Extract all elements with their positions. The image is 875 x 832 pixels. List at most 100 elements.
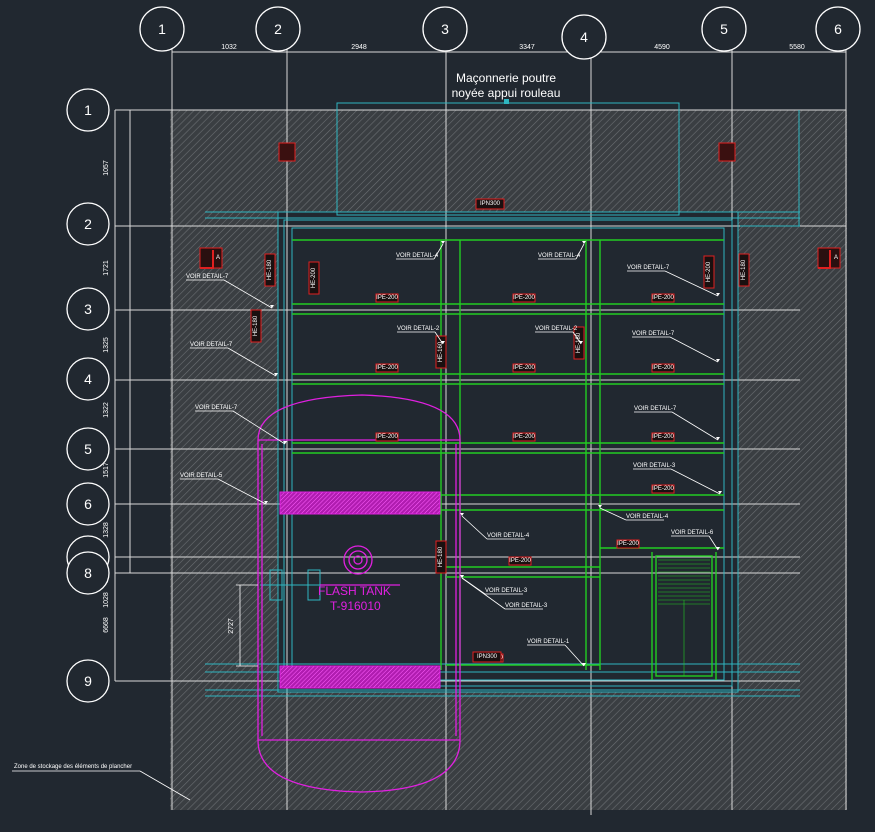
left-dimension-label: 1322 bbox=[103, 402, 110, 418]
callout-label[interactable]: VOIR DETAIL-7 bbox=[627, 265, 670, 271]
callout-arrow bbox=[716, 359, 720, 362]
beam-tag-label: IPE-200 bbox=[376, 365, 398, 371]
column-tag-label: HE-200 bbox=[311, 267, 317, 288]
beam-tag-label: IPE-200 bbox=[652, 365, 674, 371]
beam-tag-label: IPE-200 bbox=[509, 558, 531, 564]
row-axis-label: 6 bbox=[84, 496, 92, 512]
beam-tag-box bbox=[651, 363, 675, 373]
callout-leader bbox=[664, 270, 719, 297]
ring-marker-left bbox=[278, 142, 296, 162]
callout-leader bbox=[575, 243, 585, 260]
callout-label[interactable]: VOIR DETAIL-4 bbox=[626, 514, 669, 520]
callout-label[interactable]: VOIR DETAIL-1 bbox=[527, 639, 570, 645]
callout-arrow bbox=[274, 373, 278, 376]
vessel-dim-label: 2727 bbox=[228, 618, 235, 634]
callout-label[interactable]: VOIR DETAIL-7 bbox=[632, 331, 675, 337]
callout-leader bbox=[227, 347, 277, 377]
beam-tag-box bbox=[512, 432, 536, 442]
column-tag-label: HE-180 bbox=[741, 259, 747, 280]
column-axis-label: 6 bbox=[834, 21, 842, 37]
callout-arrow bbox=[716, 437, 720, 440]
callout-arrow bbox=[718, 491, 722, 494]
beam-tag-label: IPE-200 bbox=[376, 295, 398, 301]
column-axis-bubble bbox=[422, 6, 468, 52]
beam-tag-label: IPE-200 bbox=[617, 541, 639, 547]
row-axis-bubble bbox=[66, 551, 110, 595]
left-dimension-label: 1057 bbox=[103, 160, 110, 176]
callout-label[interactable]: VOIR DETAIL-7 bbox=[186, 274, 229, 280]
beam-tag-label: IPE-200 bbox=[652, 434, 674, 440]
row-axis-label: 9 bbox=[84, 673, 92, 689]
column-tag-label: HE-180 bbox=[267, 259, 273, 280]
callout-arrow bbox=[460, 575, 464, 578]
top-dimension-label: 4590 bbox=[654, 44, 670, 51]
callout-label[interactable]: VOIR DETAIL-3 bbox=[485, 588, 528, 594]
column-axis-label: 1 bbox=[158, 21, 166, 37]
callout-leader bbox=[461, 577, 506, 610]
row-axis-label: 5 bbox=[84, 441, 92, 457]
column-tag-box bbox=[573, 326, 585, 360]
column-tag-box bbox=[703, 255, 715, 289]
ladder-hatch bbox=[658, 559, 710, 676]
callout-leader bbox=[670, 468, 721, 495]
callout-leader bbox=[671, 411, 719, 441]
ipn-tag-label: IPN300 bbox=[480, 201, 501, 207]
beam-tag-box bbox=[375, 293, 399, 303]
beam-tag-label: IPE-200 bbox=[652, 295, 674, 301]
callout-label[interactable]: VOIR DETAIL-3 bbox=[633, 463, 676, 469]
row-axis-label: 3 bbox=[84, 301, 92, 317]
row-axis-label: 8 bbox=[84, 565, 92, 581]
column-axis-bubble bbox=[255, 6, 301, 52]
beam-tag-box bbox=[512, 363, 536, 373]
left-dimension-label: 6668 bbox=[103, 617, 110, 633]
callout-label[interactable]: VOIR DETAIL-7 bbox=[195, 405, 238, 411]
beam-tag-box bbox=[651, 432, 675, 442]
beam-tag-label: IPE-200 bbox=[652, 486, 674, 492]
row-axis-bubble bbox=[66, 427, 110, 471]
callout-label[interactable]: VOIR DETAIL-7 bbox=[634, 406, 677, 412]
ipn-tag-label: IPN300 bbox=[477, 654, 498, 660]
beam-tag-label: IPE-200 bbox=[513, 434, 535, 440]
beam-tag-box bbox=[508, 556, 532, 566]
callout-arrow bbox=[283, 441, 287, 444]
row-axis-bubble bbox=[66, 202, 110, 246]
column-tag-box bbox=[250, 309, 262, 343]
callout-label[interactable]: VOIR DETAIL-7 bbox=[190, 342, 233, 348]
row-axis-bubbles: 123456789 bbox=[66, 88, 110, 703]
top-dimension-label: 2948 bbox=[351, 44, 367, 51]
flash-tank-vessel[interactable] bbox=[257, 394, 461, 793]
callout-label[interactable]: VOIR DETAIL-2 bbox=[535, 326, 578, 332]
left-dimension-label: 1517 bbox=[103, 462, 110, 478]
callout-label[interactable]: VOIR DETAIL-5 bbox=[180, 473, 223, 479]
masonry-note-line2: noyée appui rouleau bbox=[452, 86, 561, 100]
callout-label[interactable]: VOIR DETAIL-4 bbox=[487, 533, 530, 539]
row-axis-bubble bbox=[66, 482, 110, 526]
beam-tag-box bbox=[375, 432, 399, 442]
top-dimension-label: 1032 bbox=[221, 44, 237, 51]
beam-tag-box bbox=[512, 293, 536, 303]
ipn-tag-box bbox=[472, 651, 502, 663]
left-dimension-label: 1721 bbox=[103, 260, 110, 276]
column-axis-label: 5 bbox=[720, 21, 728, 37]
section-marker-right-label: A bbox=[834, 255, 838, 261]
column-tag-box bbox=[435, 335, 447, 369]
callout-label[interactable]: VOIR DETAIL-3 bbox=[505, 603, 548, 609]
callout-arrow bbox=[441, 241, 445, 244]
callout-label[interactable]: VOIR DETAIL-2 bbox=[397, 326, 440, 332]
row-axis-bubble bbox=[66, 88, 110, 132]
row-axis-label: 1 bbox=[84, 102, 92, 118]
callout-arrow bbox=[598, 505, 602, 508]
callout-leader bbox=[599, 507, 627, 521]
column-axis-bubble bbox=[701, 6, 747, 52]
beam-tag-label: IPE-200 bbox=[513, 365, 535, 371]
callout-label[interactable]: VOIR DETAIL-4 bbox=[396, 253, 439, 259]
callout-arrow bbox=[441, 341, 445, 344]
callout-label[interactable]: VOIR DETAIL-6 bbox=[671, 530, 714, 536]
top-dimension-label: 5580 bbox=[789, 44, 805, 51]
pit-area bbox=[278, 212, 738, 692]
callout-label[interactable]: VOIR DETAIL-4 bbox=[538, 253, 581, 259]
row-axis-label: 2 bbox=[84, 216, 92, 232]
